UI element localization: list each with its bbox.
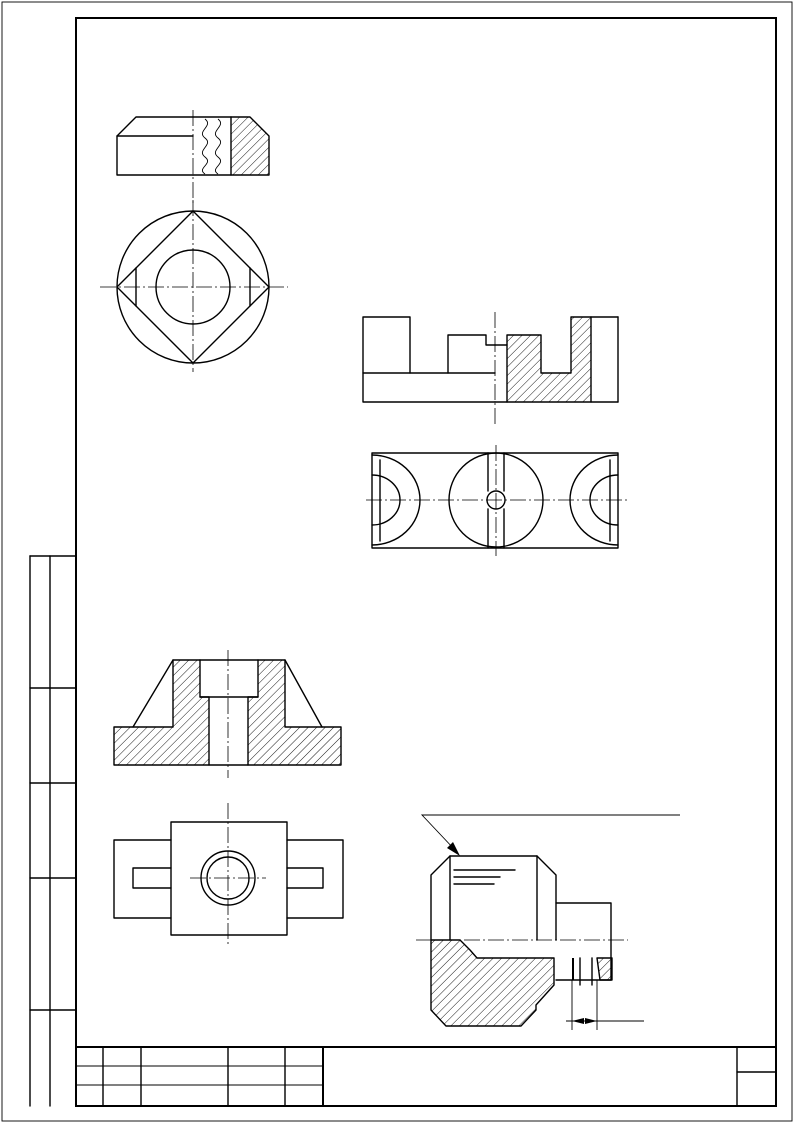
side-strip — [29, 555, 77, 1107]
slotted-block-front-view — [362, 312, 619, 424]
ring-nut-front-view — [116, 110, 270, 205]
base-section-view — [113, 650, 342, 778]
base-top-view — [113, 803, 344, 944]
ring-nut-top-view — [100, 200, 288, 372]
slotted-block-top-view — [366, 445, 628, 556]
title-block — [76, 1046, 777, 1107]
collar-half-section-view — [416, 814, 680, 1030]
